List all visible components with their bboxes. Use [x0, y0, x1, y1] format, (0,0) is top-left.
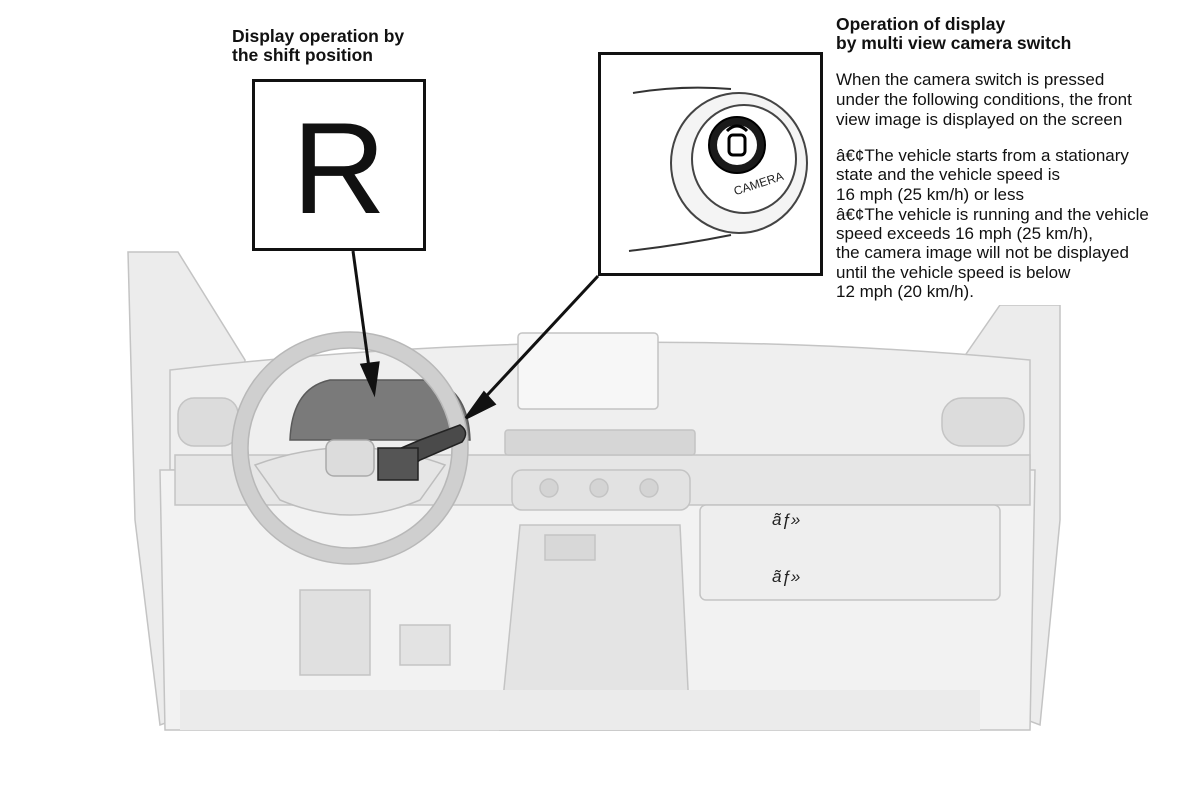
center-vents [504, 429, 696, 456]
shift-position-heading-line2: the shift position [232, 45, 373, 65]
condition2-line-3: the camera image will not be displayed [836, 243, 1129, 262]
condition1-line-3: 16 mph (25 km/h) or less [836, 185, 1025, 204]
camera-switch-heading-line1: Operation of display [836, 14, 1006, 34]
intro-line-1: When the camera switch is pressed [836, 70, 1105, 89]
camera-switch-icon: CAMERA [628, 86, 808, 252]
intro-line-2: under the following conditions, the fron… [836, 90, 1132, 109]
condition1-line-1: â€¢The vehicle starts from a stationary [836, 146, 1129, 165]
right-vent [941, 397, 1025, 447]
condition2-line-5: 12 mph (20 km/h). [836, 282, 974, 301]
leader-arrows [351, 250, 600, 420]
glove-box [699, 504, 1001, 601]
condition2-line-4: until the vehicle speed is below [836, 263, 1071, 282]
shift-position-callout: R [252, 79, 426, 251]
left-vent [177, 397, 239, 447]
shift-position-heading-line1: Display operation by [232, 26, 405, 46]
condition2-line-1: â€¢The vehicle is running and the vehicl… [836, 205, 1149, 224]
condition2-line-2: speed exceeds 16 mph (25 km/h), [836, 224, 1094, 243]
steering-wheel [232, 332, 468, 564]
camera-switch-heading-line2: by multi view camera switch [836, 33, 1072, 53]
intro-line-3: view image is displayed on the screen [836, 110, 1123, 129]
center-screen [517, 332, 659, 410]
camera-switch-callout: CAMERA [598, 52, 823, 276]
stray-glyph-2: ãƒ» [772, 567, 801, 586]
condition1-line-2: state and the vehicle speed is [836, 165, 1060, 184]
stray-glyph-1: ãƒ» [772, 510, 801, 529]
reverse-gear-letter: R [292, 95, 386, 241]
